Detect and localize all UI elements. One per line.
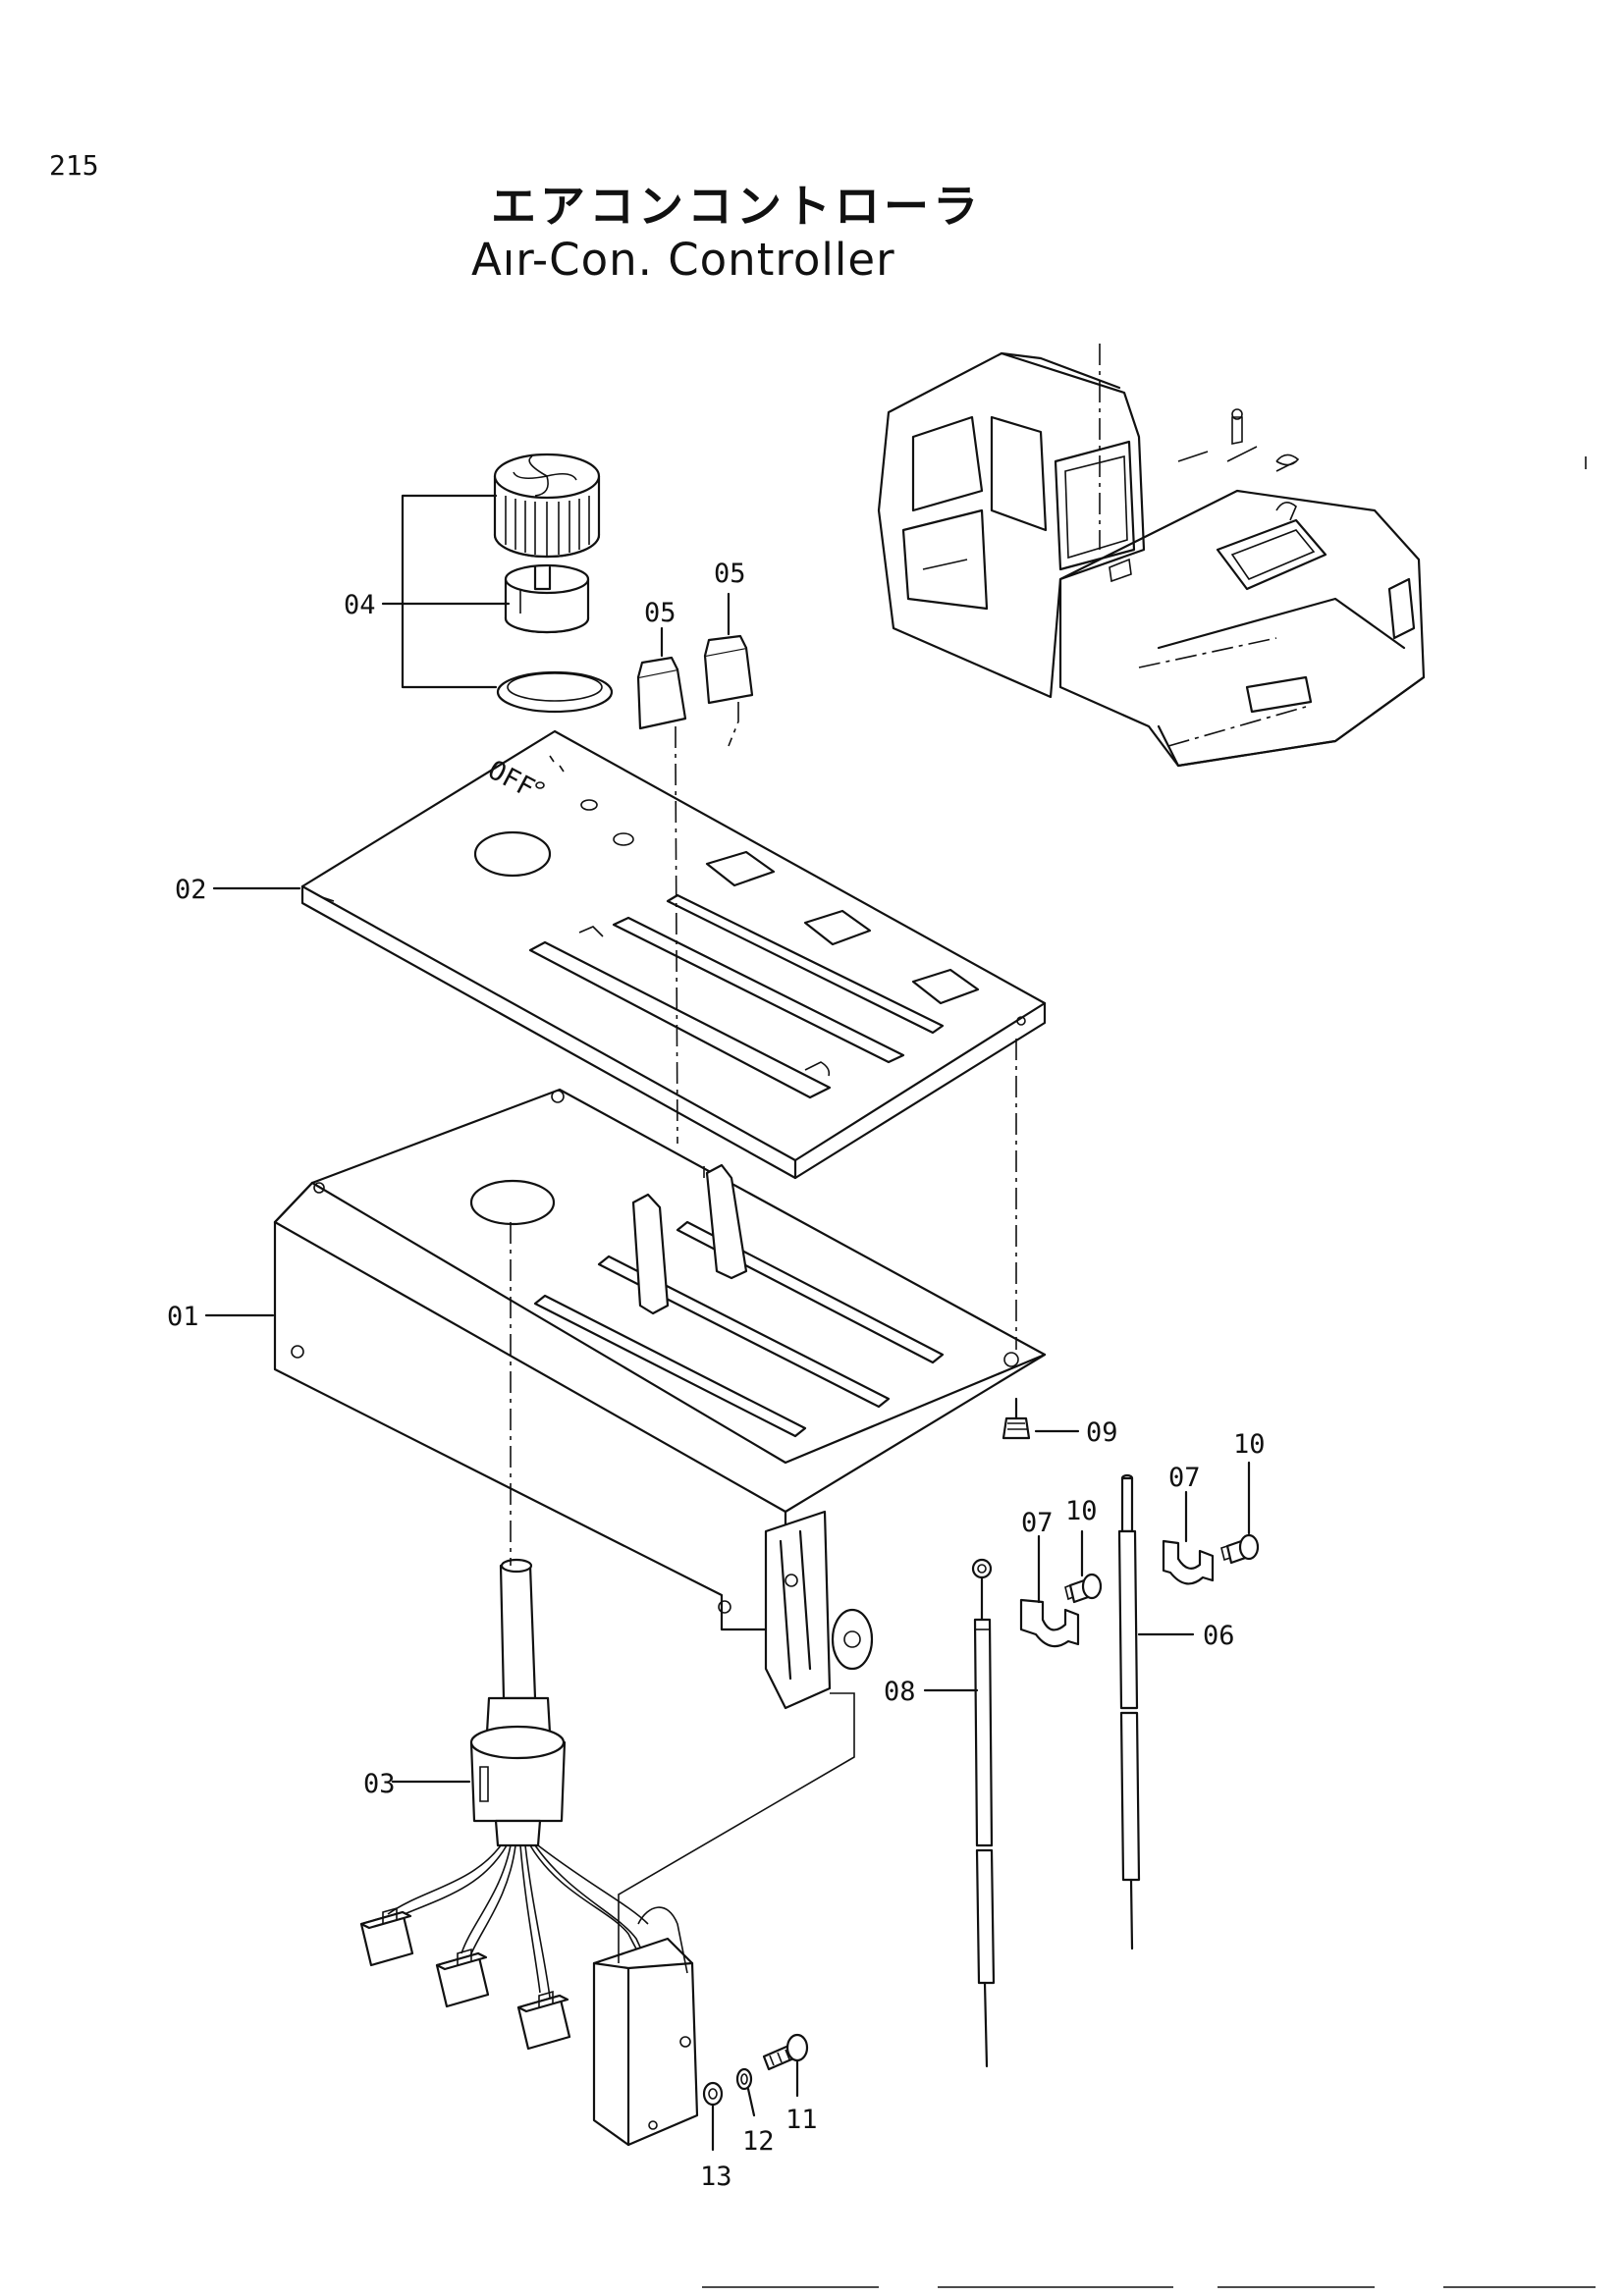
callout-10-right: 10 xyxy=(1233,1429,1266,1460)
callout-07-left: 07 xyxy=(1021,1508,1054,1538)
part-06-cable-rod xyxy=(1117,1473,1141,1950)
part-07-clamps xyxy=(1019,1490,1215,1648)
callout-08: 08 xyxy=(884,1677,916,1707)
callout-11: 11 xyxy=(785,2105,818,2135)
part-10-screws xyxy=(1064,1461,1260,1604)
part-08-cable-rod xyxy=(971,1558,996,2068)
part-02-top-panel: OFF xyxy=(300,729,1047,1180)
callout-06: 06 xyxy=(1203,1621,1235,1651)
knob-knurling xyxy=(505,496,590,556)
callout-13: 13 xyxy=(700,2162,732,2192)
page-title-japanese: エアコンコントローラ xyxy=(491,180,982,233)
part-03-switch-harness xyxy=(359,1558,699,2147)
part-04-fan-knob-assembly xyxy=(381,453,614,714)
part-05-slide-knobs xyxy=(636,592,754,730)
assembly-guide-lines xyxy=(510,702,1017,1963)
part-12-washer xyxy=(735,2067,756,2117)
callout-05-right: 05 xyxy=(714,559,746,589)
excavator-locator-illustration xyxy=(877,344,1587,768)
part-11-bolt xyxy=(762,2033,809,2098)
page-number: 215 xyxy=(49,149,99,182)
callout-labels: 02 01 03 04 05 05 06 07 07 08 09 10 10 1… xyxy=(167,559,1266,2192)
callout-leaders xyxy=(204,886,1195,1784)
callout-04: 04 xyxy=(344,590,376,620)
part-13-washer xyxy=(702,2081,724,2152)
part-01-base-housing xyxy=(273,1088,1047,1710)
callout-05-left: 05 xyxy=(644,598,677,628)
callout-10-left: 10 xyxy=(1065,1496,1098,1526)
callout-12: 12 xyxy=(742,2126,775,2157)
callout-07-right: 07 xyxy=(1168,1463,1201,1493)
callout-03: 03 xyxy=(363,1769,396,1799)
part-09-screw xyxy=(1001,1397,1031,1440)
callout-01: 01 xyxy=(167,1302,199,1332)
page-title-english: Aır-Con. Controller xyxy=(471,234,895,286)
callout-02: 02 xyxy=(175,875,207,905)
callout-09: 09 xyxy=(1086,1417,1118,1448)
